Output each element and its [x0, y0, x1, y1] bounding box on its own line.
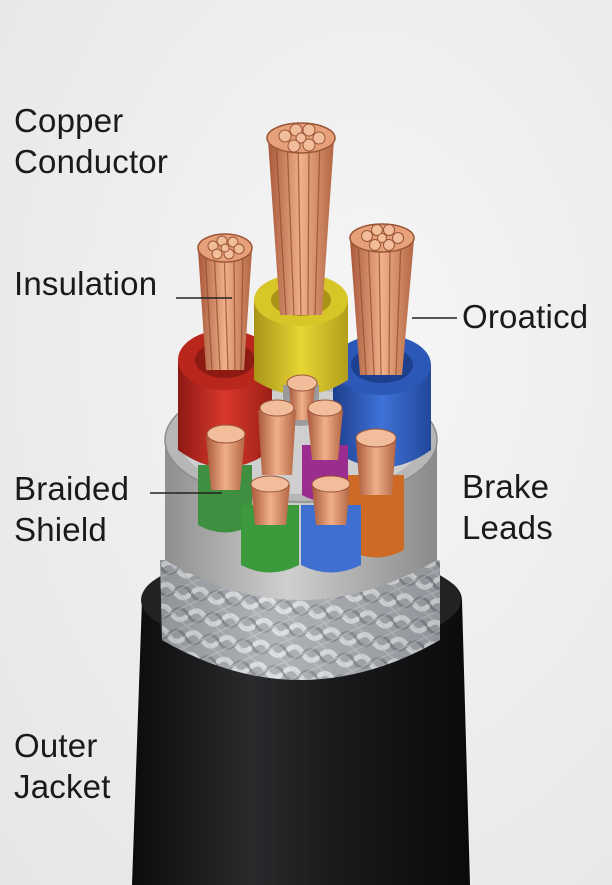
yellow-insulation [254, 300, 348, 395]
label-copper-conductor: Copper Conductor [14, 102, 169, 180]
label-brake-leads: Brake Leads [462, 468, 553, 546]
lead-green-bottom [241, 475, 299, 573]
lead-copper-left [258, 399, 296, 475]
braided-shield-overlay [160, 560, 440, 680]
lead-green-left [198, 424, 252, 533]
yellow-copper-conductor [266, 122, 336, 316]
label-insulation: Insulation [14, 265, 158, 302]
blue-copper-conductor [349, 223, 415, 376]
lead-blue-bottom [301, 475, 361, 573]
red-copper-conductor [197, 233, 253, 371]
label-outer-jacket: Outer Jacket [14, 727, 111, 805]
label-braided-shield: Braided Shield [14, 470, 130, 548]
lead-orange [348, 428, 404, 558]
red-insulation [178, 360, 272, 468]
label-oroaticd: Oroaticd [462, 298, 589, 335]
